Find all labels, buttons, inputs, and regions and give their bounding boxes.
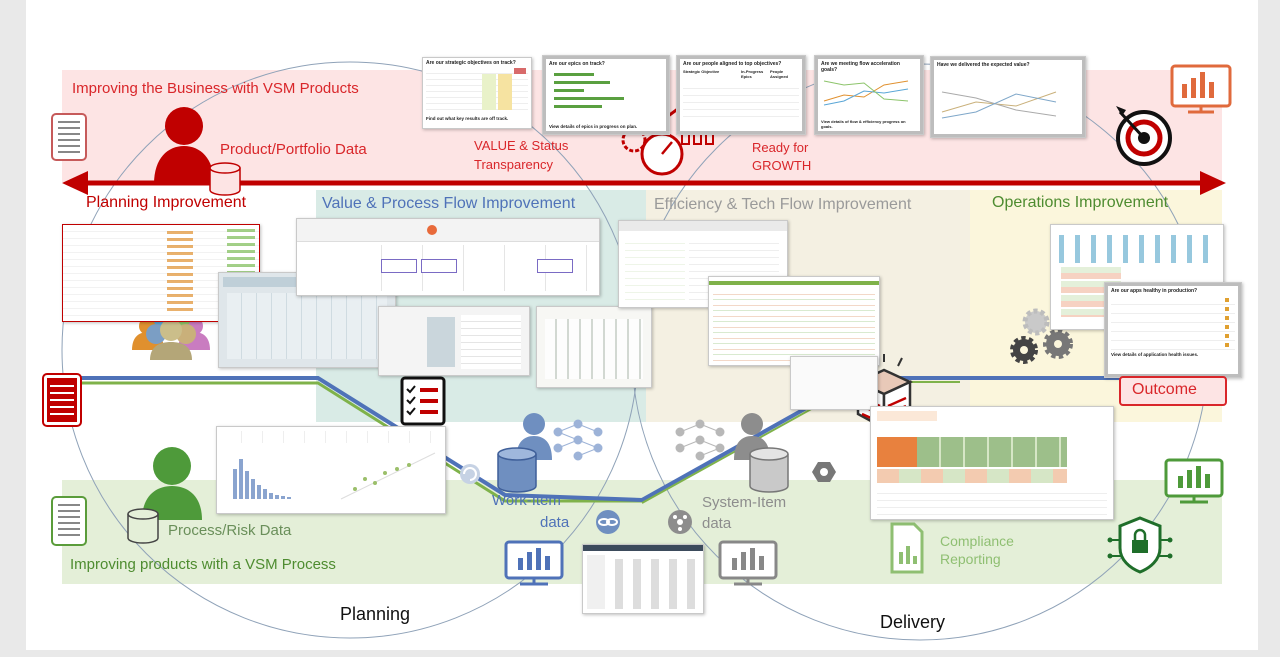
integrations-table-screenshot [708,276,880,366]
cycle-histogram [233,459,291,499]
link-icon [596,510,620,534]
people-aligned-thumbnail: Are our people aligned to top objectives… [676,55,806,135]
work-item-label: Work-Item [492,492,561,509]
people-column-header: In-Progress Epics [741,69,764,79]
compliance-label: Compliance [940,533,1014,549]
thumbnail-title: Are we meeting flow acceleration goals? [821,61,900,73]
lock-shield-icon [1107,516,1173,574]
app-catalog-screenshot [582,544,704,614]
operations-improvement-label: Operations Improvement [992,194,1169,211]
improving-products-label: Improving products with a VSM Process [70,556,336,573]
value-process-label: Value & Process Flow Improvement [322,195,576,212]
flow-goals-thumbnail: Are we meeting flow acceleration goals? … [814,55,924,135]
hexagon-icon [812,462,836,482]
metrics-summary-screenshot [790,356,878,410]
release-health-screenshot [870,406,1114,520]
value-mini-chart [941,91,1057,119]
value-delivered-thumbnail: Have we delivered the expected value? [930,56,1086,138]
green-monitor-icon [1164,458,1224,504]
ready-for-label: Ready for [752,140,809,155]
outcome-label: Outcome [1132,381,1197,398]
thumbnail-title: Are our apps healthy in production? [1111,288,1198,294]
gray-database-icon [749,447,789,493]
monitor-chart-icon [1170,64,1232,114]
work-items-screenshot [378,306,530,376]
thumbnail-title: Are our strategic objectives on track? [426,60,516,66]
strategic-objectives-thumbnail: Are our strategic objectives on track? F… [422,57,532,129]
gears-icon [1010,308,1073,364]
blue-monitor-icon [504,540,564,586]
growth-label: GROWTH [752,158,812,173]
blue-database-icon [497,447,537,493]
people-column-header: People Assigned [770,69,789,79]
thumbnail-footer: View details of application health issue… [1111,352,1199,357]
gray-monitor-icon [718,540,778,586]
green-database-icon [127,508,159,544]
product-portfolio-label: Product/Portfolio Data [220,141,367,158]
target-icon [1116,106,1172,166]
business-title: Improving the Business with VSM Products [72,80,359,97]
thumbnail-title: Are our epics on track? [549,61,605,67]
system-item-data-label: data [702,515,732,532]
thumbnail-footer: Find out what key results are off track. [426,116,509,121]
value-status-label: VALUE & Status [474,138,569,153]
work-item-data-label: data [540,514,570,531]
cycle-time-screenshot [216,426,446,514]
process-risk-label: Process/Risk Data [168,522,292,539]
document-chart-icon [890,522,924,574]
kanban-board-screenshot [296,218,600,296]
planning-label: Planning [340,604,411,624]
transparency-label: Transparency [474,157,553,172]
thumbnail-title: Have we delivered the expected value? [937,62,1030,68]
thumbnail-footer: View details of flow & efficiency progre… [821,119,906,129]
planning-improvement-label: Planning Improvement [86,194,247,211]
delivery-label: Delivery [880,612,946,632]
epics-thumbnail: Are our epics on track? View details of … [542,55,670,135]
network-icon [553,419,603,461]
system-item-label: System-Item [702,494,787,511]
gray-network-icon [675,419,725,461]
red-person-icon [154,107,214,184]
reporting-label: Reporting [940,551,1001,567]
hub-icon [668,510,692,534]
outcome-box [1119,376,1227,406]
efficiency-tech-label: Efficiency & Tech Flow Improvement [654,196,912,213]
thumbnail-footer: View details of epics in progress on pla… [549,124,638,129]
prediction-scatter [340,452,436,500]
people-column-header: Strategic Objective [683,69,720,74]
document-icon [51,113,87,161]
flow-mini-chart [823,80,909,106]
sync-icon [460,464,480,484]
red-list-icon [42,373,82,427]
thumbnail-title: Are our people aligned to top objectives… [683,61,782,67]
red-database-icon [209,162,241,196]
green-document-icon [51,496,87,546]
release-plan-screenshot [536,306,652,388]
timeline-arrow [62,171,1226,195]
app-health-thumbnail: Are our apps healthy in production? View… [1104,282,1242,378]
checklist-icon [400,376,446,426]
